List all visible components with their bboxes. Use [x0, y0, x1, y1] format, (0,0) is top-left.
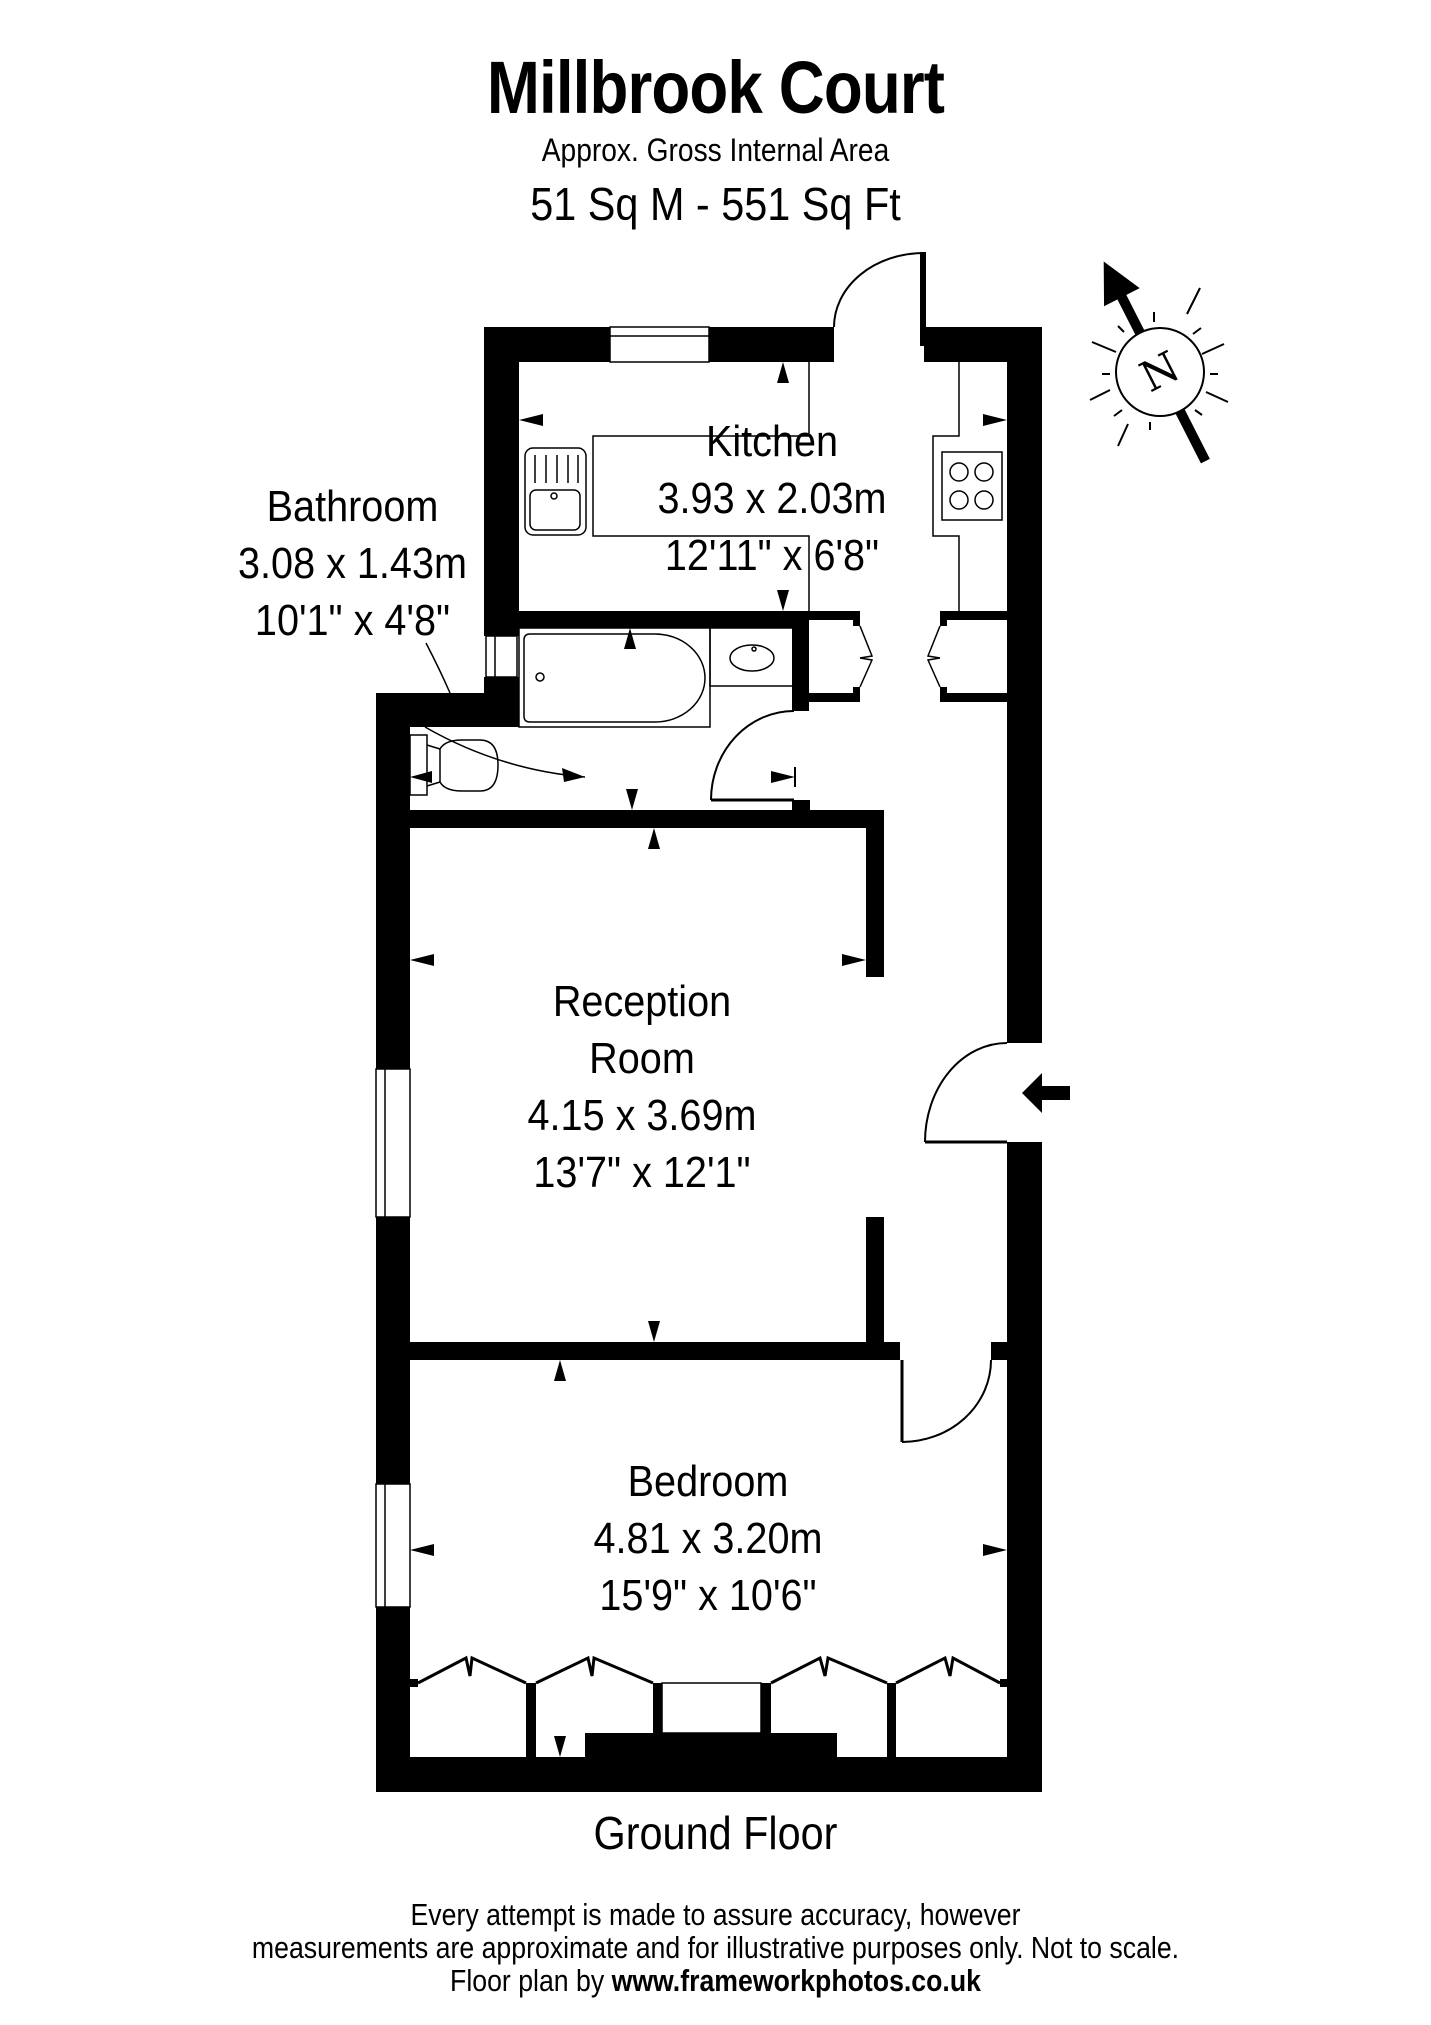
- hob-icon: [941, 451, 1003, 521]
- credit-line: Floor plan by www.frameworkphotos.co.uk: [100, 1964, 1331, 1997]
- room-metric: 4.15 x 3.69m: [527, 1091, 757, 1140]
- north-arrow-icon: N: [1089, 261, 1229, 464]
- room-label-bathroom: Bathroom 3.08 x 1.43m 10'1" x 4'8": [215, 478, 490, 649]
- room-label-kitchen: Kitchen 3.93 x 2.03m 12'11" x 6'8": [628, 413, 916, 584]
- room-name: Reception: [552, 977, 732, 1026]
- room-imperial: 10'1" x 4'8": [254, 596, 451, 645]
- bath-icon: [518, 627, 711, 728]
- disclaimer-line-1: Every attempt is made to assure accuracy…: [410, 1897, 1021, 1932]
- windows: [375, 326, 710, 1608]
- toilet-icon: [409, 734, 428, 796]
- room-name: Bathroom: [266, 482, 439, 531]
- disclaimer-line-2: measurements are approximate and for ill…: [251, 1930, 1180, 1965]
- room-metric: 3.93 x 2.03m: [657, 474, 887, 523]
- disclaimer: Every attempt is made to assure accuracy…: [100, 1898, 1331, 1997]
- room-name-2: Room: [589, 1034, 695, 1083]
- room-metric: 4.81 x 3.20m: [593, 1514, 823, 1563]
- room-imperial: 15'9" x 10'6": [599, 1571, 817, 1620]
- room-name: Kitchen: [705, 417, 839, 466]
- credit-link[interactable]: www.frameworkphotos.co.uk: [611, 1963, 981, 1998]
- property-title: Millbrook Court: [486, 46, 945, 129]
- room-imperial: 13'7" x 12'1": [533, 1148, 751, 1197]
- room-metric: 3.08 x 1.43m: [238, 539, 467, 588]
- dimension-markers: [410, 362, 1007, 1757]
- room-label-reception: Reception Room 4.15 x 3.69m 13'7" x 12'1…: [498, 973, 786, 1201]
- room-name: Bedroom: [627, 1457, 789, 1506]
- floor-label: Ground Floor: [593, 1807, 838, 1859]
- credit-prefix: Floor plan by: [450, 1963, 612, 1998]
- room-imperial: 12'11" x 6'8": [664, 531, 880, 580]
- fixtures: [409, 362, 1003, 1734]
- walls: [376, 327, 1042, 1792]
- sink-icon: [524, 447, 587, 536]
- total-area: 51 Sq M - 551 Sq Ft: [530, 178, 901, 230]
- area-caption: Approx. Gross Internal Area: [541, 132, 890, 168]
- room-label-bedroom: Bedroom 4.81 x 3.20m 15'9" x 10'6": [564, 1453, 852, 1624]
- doors: [710, 252, 1008, 1443]
- entrance-arrow-icon: [1022, 1073, 1070, 1113]
- basin-icon: [709, 627, 794, 687]
